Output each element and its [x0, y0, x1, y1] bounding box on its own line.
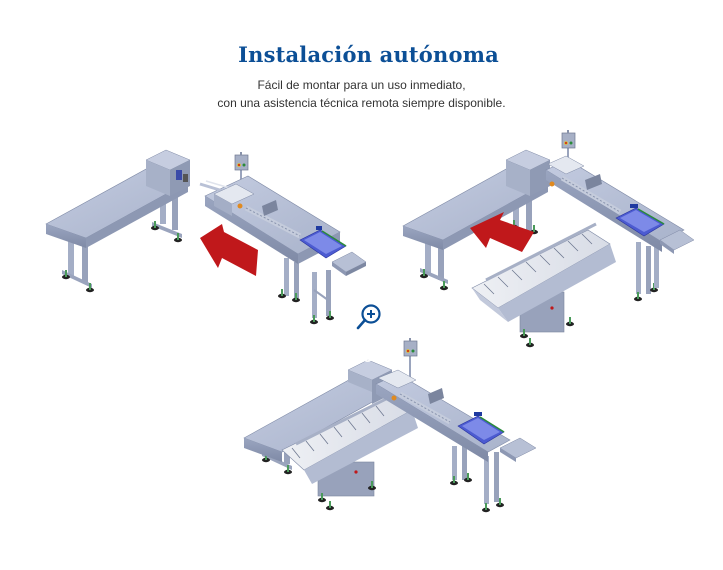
page-title: Instalación autónoma — [238, 42, 499, 67]
red-arrow-2 — [470, 212, 534, 252]
subtitle-line-1: Fácil de montar para un uso inmediato, — [257, 78, 466, 92]
zoom-in-icon[interactable] — [354, 302, 384, 332]
assembled-tray — [281, 390, 418, 511]
conveyor-table — [45, 149, 191, 293]
section-header: Instalación autónoma Fácil de montar par… — [0, 40, 723, 112]
panel-step-3 — [243, 337, 537, 513]
page-subtitle: Fácil de montar para un uso inmediato, c… — [0, 76, 723, 112]
feeder-line-joined — [545, 129, 695, 302]
red-arrow-1 — [200, 224, 258, 276]
panel-step-2 — [402, 129, 695, 348]
panel-step-1 — [45, 149, 367, 325]
feeder-line — [199, 151, 367, 325]
sorting-tray — [471, 222, 616, 348]
subtitle-line-2: con una asistencia técnica remota siempr… — [217, 96, 506, 110]
assembled-feeder — [375, 337, 537, 513]
